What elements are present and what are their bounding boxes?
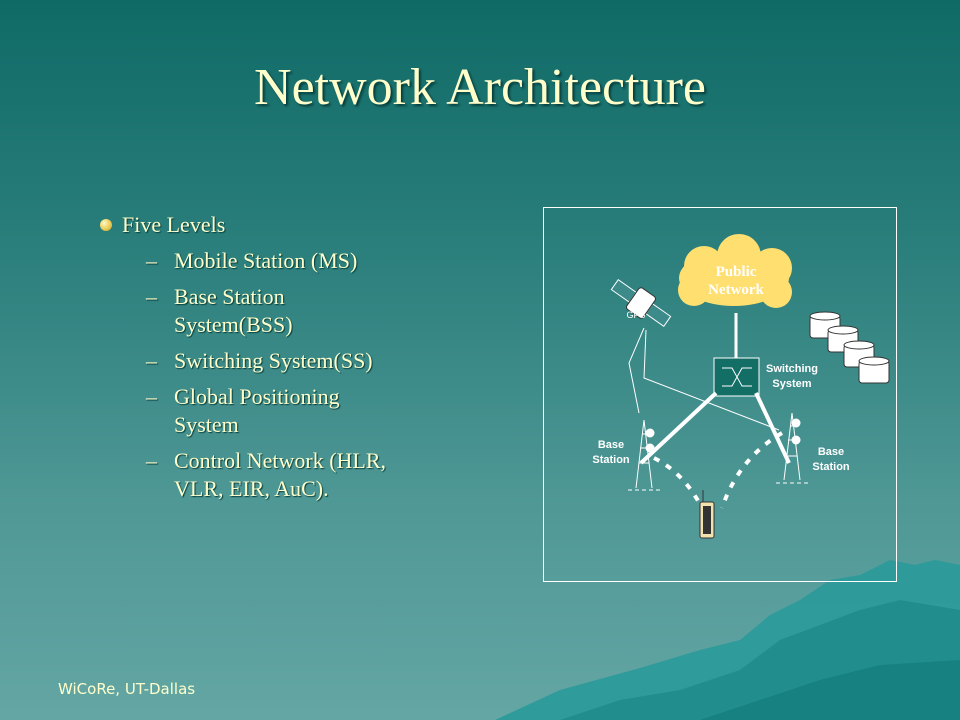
sub-item: –Global Positioning System [146,384,340,437]
base-station-tower-icon [628,419,662,491]
base-station-label: Base [598,439,624,451]
base-station-label: Station [812,461,850,473]
bullet-list: Five Levels –Mobile Station (MS) –Base S… [100,212,400,511]
link-line [754,392,791,464]
base-station-label: Station [592,454,630,466]
bullet-icon [100,219,112,231]
gps-label: GPS [626,310,645,320]
cloud-label: Network [708,282,764,298]
sub-item: –Mobile Station (MS) [146,248,358,273]
database-icons [809,311,890,384]
bullet-five-levels: Five Levels [100,212,400,238]
bullet-text: Five Levels [122,212,226,237]
link-line [639,391,718,465]
network-diagram: Public Network GPS Switching System [543,207,897,582]
gps-signal [628,327,645,414]
cloud-label: Public [716,264,757,280]
slide-title: Network Architecture [254,59,706,116]
switching-label: Switching [766,363,818,375]
gps-satellite-icon [610,279,672,327]
sub-item: –Control Network (HLR, VLR, EIR, AuC). [146,448,387,501]
sub-item: –Base Station System(BSS) [146,284,293,337]
base-station-label: Base [818,446,844,458]
mobile-phone-icon [699,490,715,539]
switching-label: System [772,378,811,390]
footer-text: WiCoRe, UT-Dallas [58,680,196,698]
public-network-cloud: Public Network [678,234,792,308]
base-station-tower-icon [776,412,810,484]
sub-item: –Switching System(SS) [146,348,373,373]
radio-link [653,456,704,509]
radio-link [720,431,784,509]
gps-signal [643,329,780,431]
